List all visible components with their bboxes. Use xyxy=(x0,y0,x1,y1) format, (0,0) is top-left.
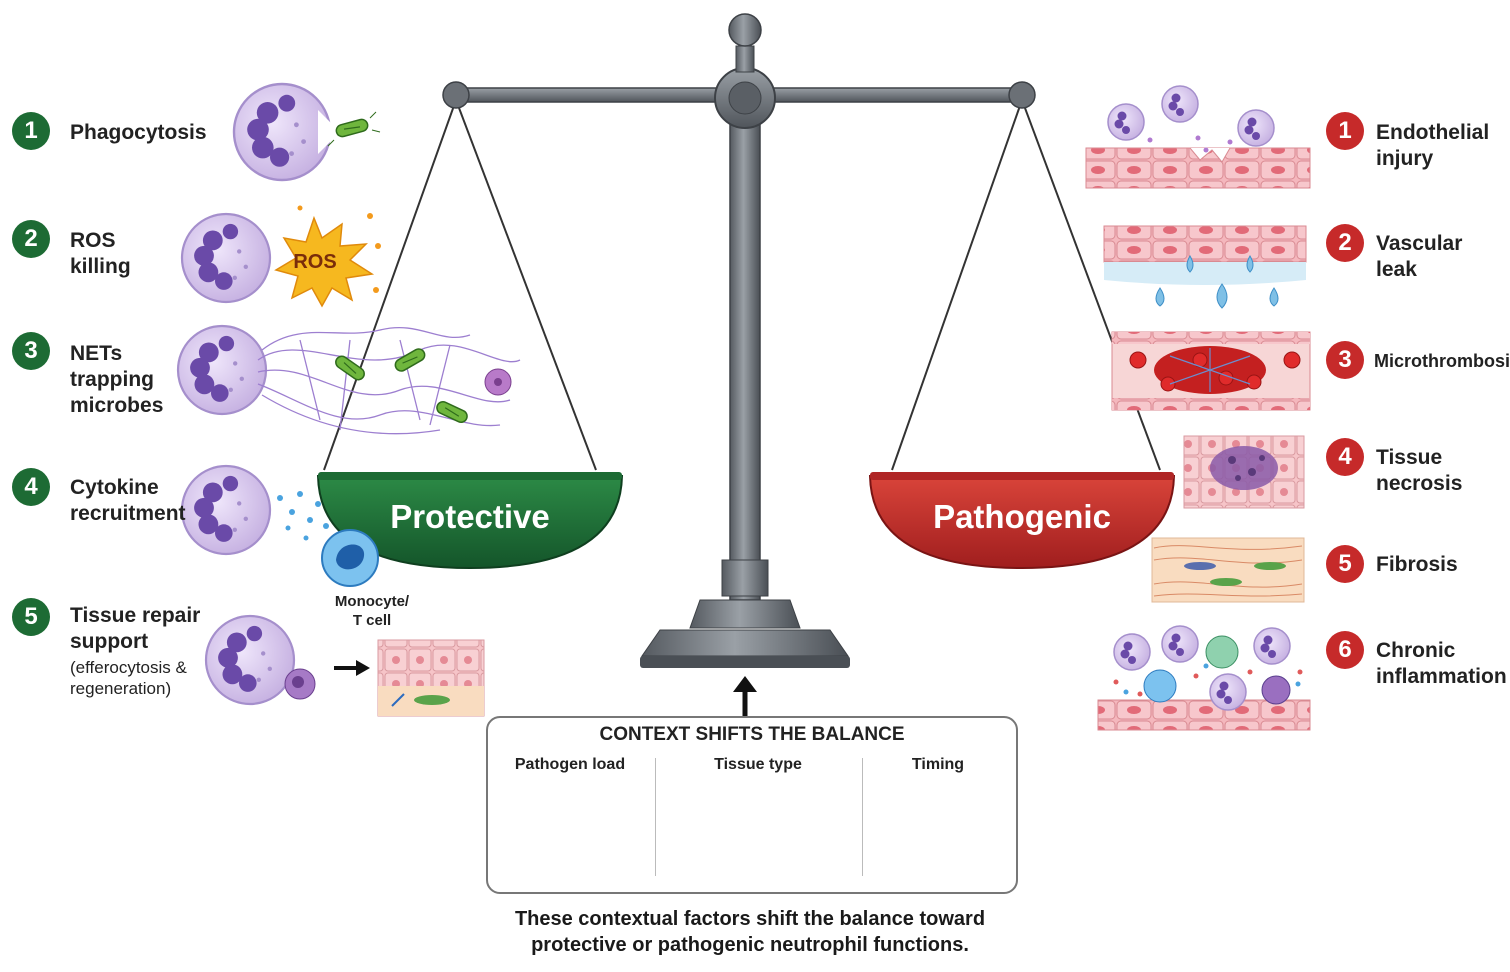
cytokine-illustration xyxy=(180,464,379,587)
pathogenic-item-number: 3 xyxy=(1326,341,1364,379)
protective-item-number: 5 xyxy=(12,598,50,636)
endothelial-injury-illustration xyxy=(1085,85,1311,189)
protective-item-label: ROS killing xyxy=(70,229,131,278)
protective-item-label: Phagocytosis xyxy=(70,121,207,144)
protective-item-label: NETs trapping microbes xyxy=(70,342,164,417)
protective-item-number: 1 xyxy=(12,112,50,150)
pathogenic-item-label: Tissue necrosis xyxy=(1376,446,1463,495)
pathogenic-item-label: Microthrombosis xyxy=(1374,351,1510,371)
chronic-inflammation-illustration xyxy=(1097,625,1311,731)
pathogenic-pan-label: Pathogenic xyxy=(933,498,1111,535)
context-factor-label: Pathogen load xyxy=(514,756,626,773)
pathogenic-item-number: 5 xyxy=(1326,545,1364,583)
pathogenic-item-number: 4 xyxy=(1326,438,1364,476)
context-divider xyxy=(655,758,656,876)
context-title: CONTEXT SHIFTS THE BALANCE xyxy=(599,724,905,745)
scale xyxy=(316,13,1176,716)
context-factor-label: Tissue type xyxy=(714,756,802,773)
protective-item-number: 3 xyxy=(12,332,50,370)
protective-item-sublabel: (efferocytosis & regeneration) xyxy=(70,658,187,698)
pathogenic-item-number: 2 xyxy=(1326,224,1364,262)
nets-illustration xyxy=(176,324,521,435)
protective-pan-label: Protective xyxy=(390,498,550,535)
caption: These contextual factors shift the balan… xyxy=(514,908,986,956)
pathogenic-item-label: Chronic inflammation xyxy=(1376,639,1507,688)
tissue-necrosis-illustration xyxy=(1183,435,1305,509)
pathogenic-item-label: Endothelial injury xyxy=(1376,121,1490,170)
context-box: CONTEXT SHIFTS THE BALANCE Pathogen load… xyxy=(486,716,1018,894)
protective-item-label: Tissue repair support xyxy=(70,604,201,653)
pathogenic-item-number: 6 xyxy=(1326,631,1364,669)
pathogenic-item-number: 1 xyxy=(1326,112,1364,150)
pathogenic-pan xyxy=(868,475,1176,570)
context-factor-label: Timing xyxy=(911,756,965,773)
pathogenic-item-label: Vascular leak xyxy=(1376,232,1463,281)
protective-pan xyxy=(316,475,624,570)
phagocytosis-illustration xyxy=(232,82,381,182)
pathogenic-item-label: Fibrosis xyxy=(1376,553,1458,576)
monocyte-label: Monocyte/ T cell xyxy=(334,593,410,629)
protective-item-label: Cytokine recruitment xyxy=(70,476,186,525)
context-divider xyxy=(862,758,863,876)
microthrombosis-illustration xyxy=(1111,331,1311,411)
ros-illustration: ROS xyxy=(180,205,381,308)
tissue-repair-illustration xyxy=(204,614,485,717)
protective-item-number: 4 xyxy=(12,468,50,506)
fibrosis-illustration xyxy=(1151,537,1305,603)
ros-text: ROS xyxy=(293,251,336,273)
vascular-leak-illustration xyxy=(1103,225,1307,309)
protective-item-number: 2 xyxy=(12,220,50,258)
